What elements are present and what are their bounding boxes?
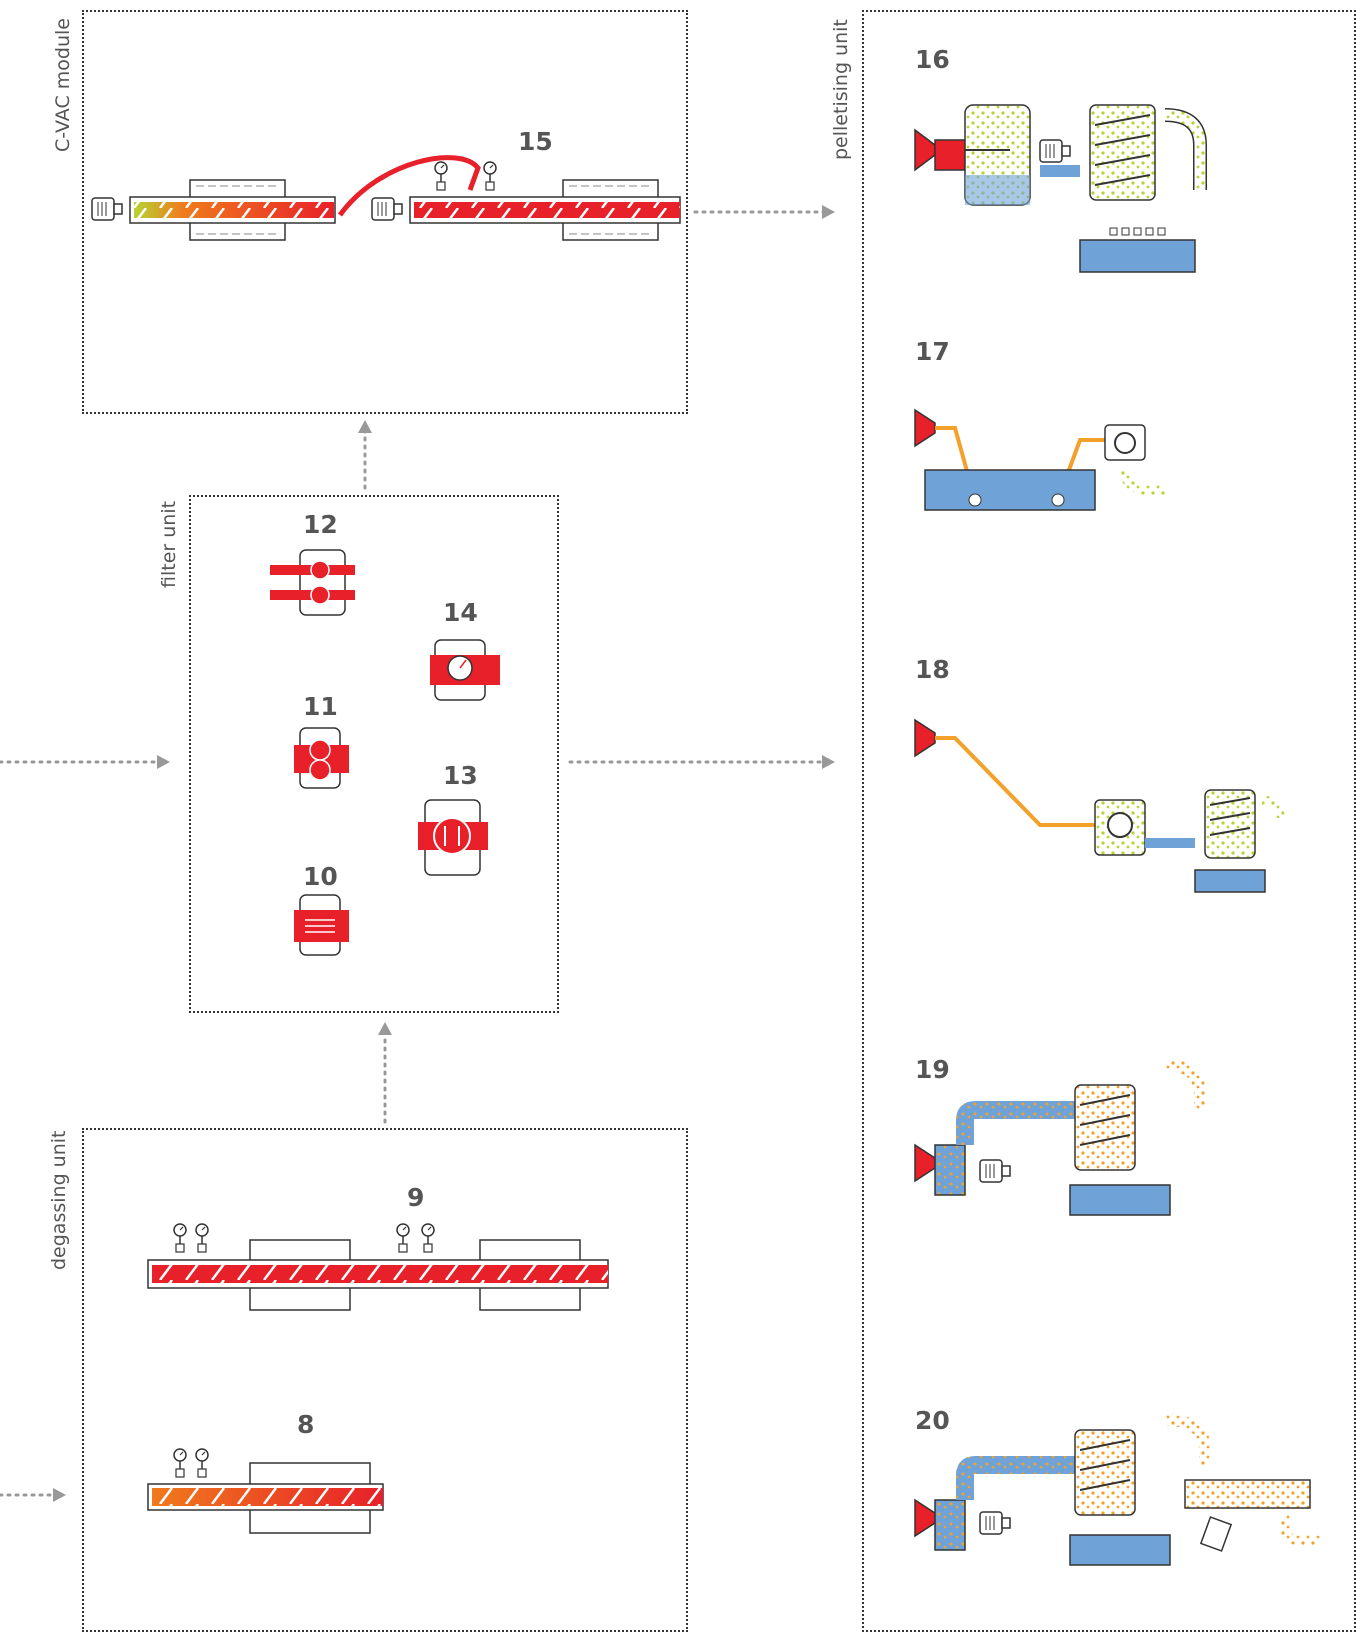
step-15-number: 15 xyxy=(518,127,553,156)
degassing-unit-box xyxy=(82,1128,688,1632)
step-17-diagram xyxy=(914,408,1165,511)
step-8-number: 8 xyxy=(297,1410,315,1439)
step-9-number: 9 xyxy=(407,1183,425,1212)
filter-11-diagram xyxy=(294,727,349,789)
filter-12-diagram xyxy=(270,549,355,616)
step-16-number: 16 xyxy=(915,45,950,74)
step-10-number: 10 xyxy=(303,862,338,891)
step-18-diagram xyxy=(914,718,1285,893)
step-9-extruder-diagram xyxy=(147,1223,609,1311)
filter-10-diagram xyxy=(294,894,349,956)
step-11-number: 11 xyxy=(303,692,338,721)
step-19-number: 19 xyxy=(915,1055,950,1084)
step-18-number: 18 xyxy=(915,655,950,684)
step-19-diagram xyxy=(914,1059,1206,1216)
step-13-number: 13 xyxy=(443,761,478,790)
pelletising-unit-box xyxy=(862,10,1356,1632)
step-12-number: 12 xyxy=(303,510,338,539)
step-17-number: 17 xyxy=(915,337,950,366)
cvac-module-box xyxy=(82,10,688,414)
step-16-diagram xyxy=(914,104,1207,273)
step-20-diagram xyxy=(914,1414,1320,1566)
filter-13-diagram xyxy=(418,799,488,876)
step-20-number: 20 xyxy=(915,1406,950,1435)
cvac-extruder-diagram xyxy=(91,155,681,241)
step-8-extruder-diagram xyxy=(147,1448,384,1534)
filter-unit-box xyxy=(189,495,559,1013)
step-14-number: 14 xyxy=(443,598,478,627)
filter-14-diagram xyxy=(430,639,500,701)
